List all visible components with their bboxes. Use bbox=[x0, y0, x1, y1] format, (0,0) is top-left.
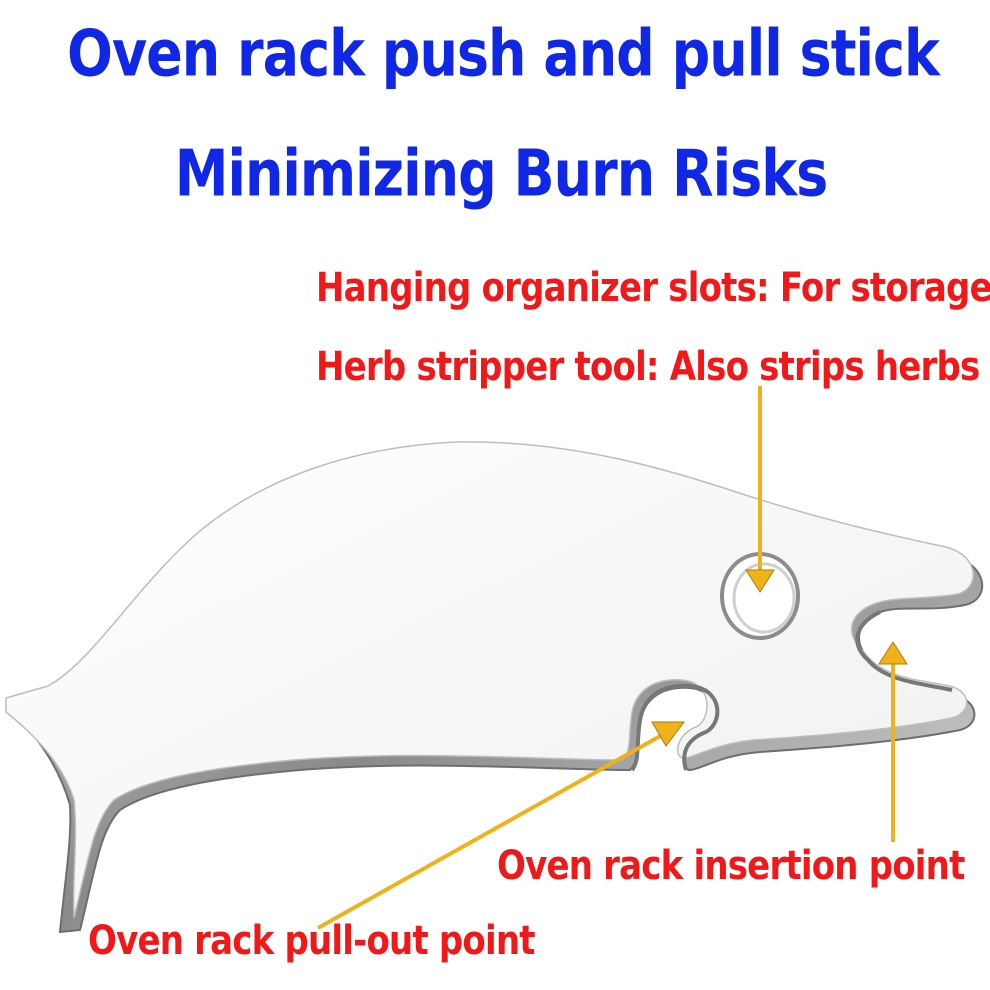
title-line-1: Oven rack push and pull stick bbox=[67, 16, 940, 91]
up-arrow-icon bbox=[878, 641, 908, 842]
insertion-notch bbox=[855, 610, 953, 692]
tool-face bbox=[5, 441, 974, 919]
label-hanging-slots: Hanging organizer slots: For storage bbox=[316, 264, 990, 312]
label-herb-stripper: Herb stripper tool: Also strips herbs bbox=[316, 343, 980, 391]
title-line-2: Minimizing Burn Risks bbox=[174, 136, 829, 211]
diagonal-arrow-icon bbox=[317, 721, 685, 930]
label-pullout-point: Oven rack pull-out point bbox=[88, 917, 536, 965]
pullout-notch bbox=[630, 683, 720, 772]
label-insertion-point: Oven rack insertion point bbox=[497, 842, 965, 890]
down-arrow-icon bbox=[745, 386, 775, 593]
